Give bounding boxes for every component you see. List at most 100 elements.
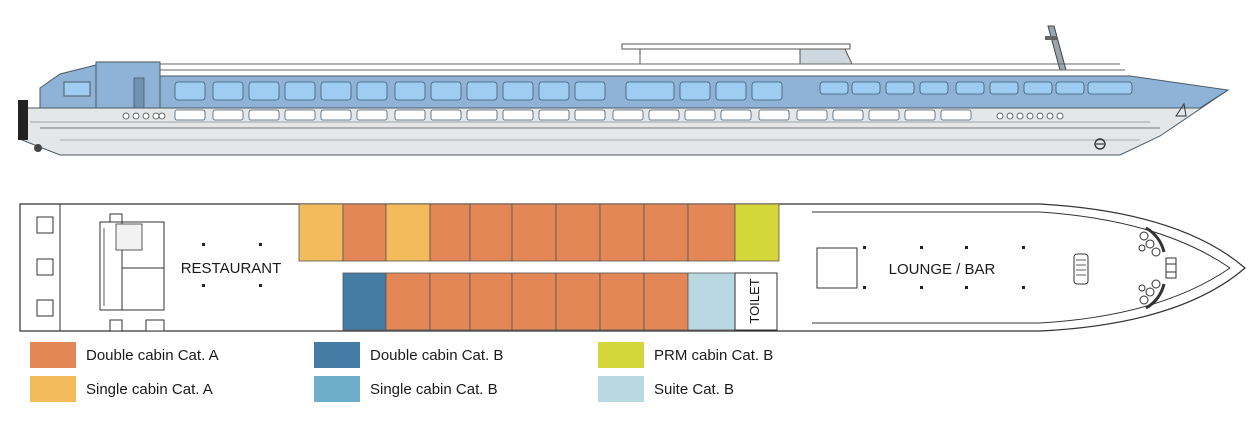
cabin <box>511 272 557 331</box>
stern-hatch-1 <box>36 216 54 234</box>
window <box>538 81 570 101</box>
window <box>502 109 534 121</box>
window <box>684 109 716 121</box>
window <box>751 81 783 101</box>
window <box>648 109 680 121</box>
stern-hatch-3 <box>36 299 54 317</box>
legend-item-suite-b: Suite Cat. B <box>598 376 734 402</box>
window <box>1023 81 1053 95</box>
stern-hatch-2 <box>36 258 54 276</box>
legend-item-double-cabin-b: Double cabin Cat. B <box>314 342 503 368</box>
porthole <box>132 112 140 120</box>
cabin <box>555 272 601 331</box>
window <box>394 81 426 101</box>
window <box>851 81 881 95</box>
porthole <box>142 112 150 120</box>
cabin <box>469 203 513 262</box>
window <box>868 109 900 121</box>
spiral-stair-icon <box>1073 253 1089 285</box>
window <box>284 81 316 101</box>
window <box>1055 81 1085 95</box>
cabin <box>599 203 645 262</box>
lounge-bar-counter <box>816 247 858 289</box>
cabin <box>599 272 645 331</box>
toilet-label: TOILET <box>747 278 762 323</box>
window <box>356 109 388 121</box>
cabin <box>342 203 387 262</box>
window <box>574 81 606 101</box>
legend-label: Suite Cat. B <box>654 380 735 398</box>
legend-item-single-cabin-b: Single cabin Cat. B <box>314 376 498 402</box>
legend-item-double-cabin-a: Double cabin Cat. A <box>30 342 219 368</box>
cabin <box>555 203 601 262</box>
upper-window-row <box>174 81 1133 101</box>
deck-plan: RESTAURANT TOILET LOUNGE / BAR <box>19 203 1246 332</box>
sun-deck-canopy <box>621 43 851 50</box>
legend-label: PRM cabin Cat. B <box>654 346 774 364</box>
window <box>502 81 534 101</box>
porthole <box>1036 112 1044 120</box>
window <box>248 109 280 121</box>
legend-label: Double cabin Cat. A <box>86 346 219 364</box>
window <box>796 109 828 121</box>
window <box>720 109 752 121</box>
window <box>679 81 711 101</box>
window <box>212 81 244 101</box>
porthole <box>1046 112 1054 120</box>
porthole <box>1006 112 1014 120</box>
wheelhouse <box>799 48 853 65</box>
cabin <box>342 272 387 331</box>
porthole <box>158 112 166 120</box>
cabin <box>469 272 513 331</box>
porthole <box>1056 112 1064 120</box>
anchor-icon <box>1094 138 1106 150</box>
cabin <box>385 203 431 262</box>
window <box>174 109 206 121</box>
window <box>904 109 936 121</box>
cabin <box>429 272 471 331</box>
bow-seating <box>1138 226 1177 310</box>
legend-label: Double cabin Cat. B <box>370 346 504 364</box>
ship-profile <box>18 25 1230 156</box>
window <box>248 81 280 101</box>
window <box>320 109 352 121</box>
window <box>832 109 864 121</box>
legend-swatch <box>598 376 644 402</box>
window <box>320 81 352 101</box>
lounge-pillars <box>863 246 1025 289</box>
window <box>538 109 570 121</box>
legend-swatch <box>30 342 76 368</box>
window <box>989 81 1019 95</box>
cabin <box>298 203 344 262</box>
bow-flag-icon <box>1175 102 1187 117</box>
staircase <box>99 213 165 332</box>
window <box>1087 81 1133 95</box>
window <box>919 81 949 95</box>
window <box>955 81 985 95</box>
legend-item-prm-cabin-b: PRM cabin Cat. B <box>598 342 773 368</box>
cabin <box>643 272 689 331</box>
cabin <box>429 203 471 262</box>
porthole <box>1026 112 1034 120</box>
restaurant-label: RESTAURANT <box>181 260 282 277</box>
cabin <box>511 203 557 262</box>
cabin <box>734 203 780 262</box>
porthole <box>122 112 130 120</box>
window <box>715 81 747 101</box>
cabin <box>687 272 736 331</box>
window <box>394 109 426 121</box>
window <box>466 81 498 101</box>
legend-swatch <box>314 376 360 402</box>
window <box>466 109 498 121</box>
hull <box>21 89 1229 156</box>
cabin-row-top <box>298 203 780 262</box>
mast <box>1047 25 1067 71</box>
porthole <box>1016 112 1024 120</box>
legend-item-single-cabin-a: Single cabin Cat. A <box>30 376 213 402</box>
window <box>212 109 244 121</box>
legend-swatch <box>598 342 644 368</box>
window <box>574 109 606 121</box>
propeller-icon <box>34 144 42 152</box>
